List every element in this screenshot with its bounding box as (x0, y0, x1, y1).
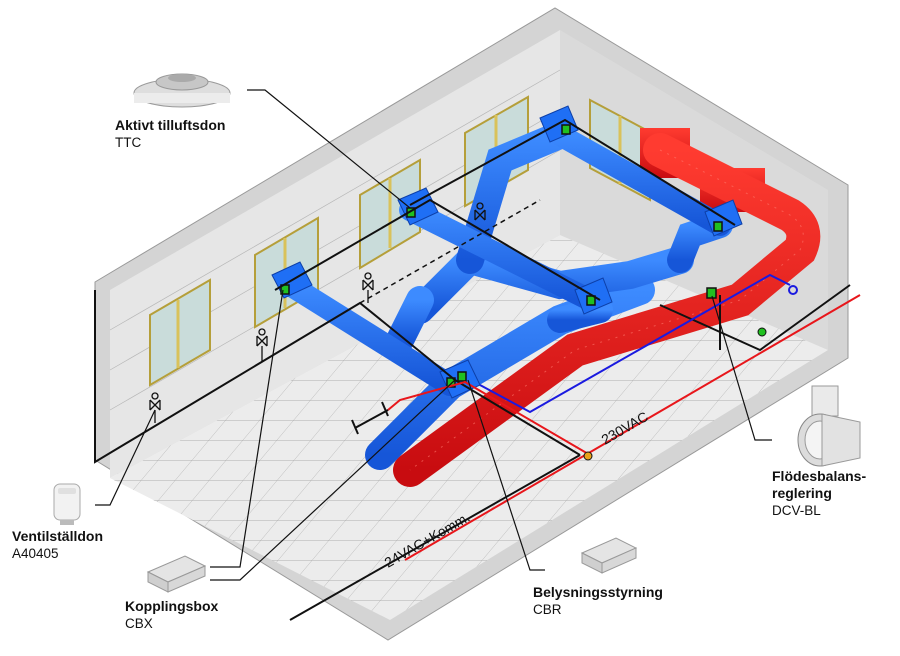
dcvbl-title-line1: Flödesbalans- (772, 468, 867, 484)
supply-duct (279, 121, 733, 470)
callout-lines (95, 89, 772, 581)
ttc-title: Aktivt tilluftsdon (115, 117, 226, 133)
dcvbl-damper-icon (797, 385, 861, 467)
bus-wiring (94, 118, 851, 621)
cbx-title: Kopplingsbox (125, 598, 219, 614)
a40405-title: Ventilställdon (12, 528, 104, 544)
sensor-line (479, 273, 798, 414)
a40405-actuator-icon (53, 483, 81, 525)
ttc-label: Aktivt tilluftsdon TTC (115, 117, 225, 151)
a40405-label: Ventilställdon A40405 (12, 528, 103, 562)
ttc-diffuser-icon (133, 73, 231, 108)
ttc-code: TTC (115, 135, 142, 150)
cbr-box-icon (580, 537, 638, 574)
bus-junction-icon (757, 327, 767, 337)
power-line (387, 294, 861, 561)
a40405-code: A40405 (12, 546, 59, 561)
power-junction-icon (583, 451, 593, 461)
control-units (280, 124, 723, 388)
cbx-label: Kopplingsbox CBX (125, 598, 218, 632)
cbx-box-icon (146, 555, 207, 593)
dcvbl-code: DCV-BL (772, 503, 821, 518)
valve-actuators (149, 202, 486, 423)
cbr-title: Belysningsstyrning (533, 584, 663, 600)
cbx-code: CBX (125, 616, 153, 631)
exhaust-duct (393, 128, 821, 487)
dcvbl-title-line2: reglering (772, 485, 832, 501)
cbr-label: Belysningsstyrning CBR (533, 584, 663, 618)
dcvbl-label: Flödesbalans- reglering DCV-BL (772, 468, 866, 519)
cbr-code: CBR (533, 602, 562, 617)
